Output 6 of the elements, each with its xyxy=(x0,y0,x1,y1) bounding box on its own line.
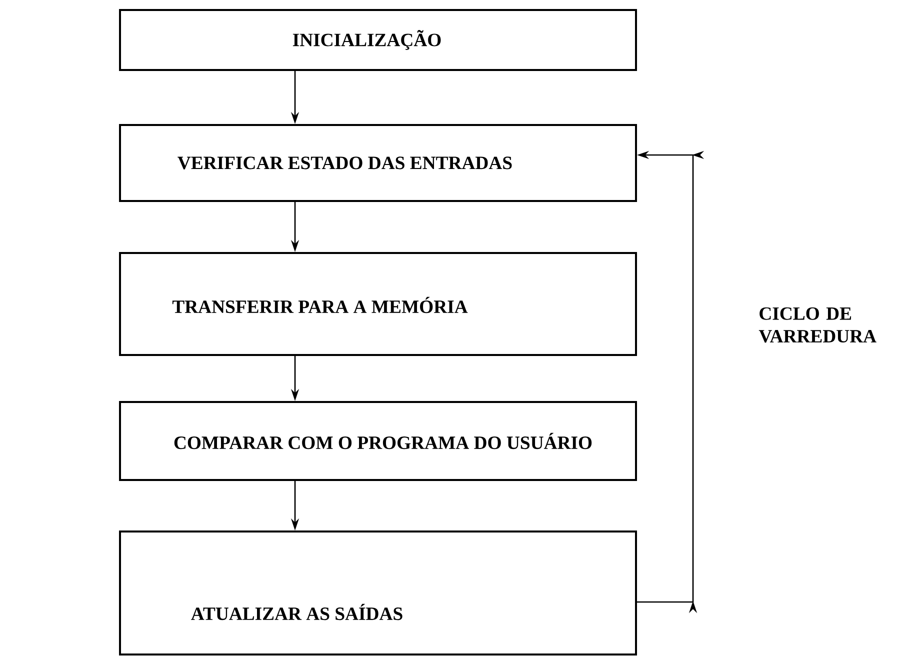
process-box: VERIFICAR ESTADO DAS ENTRADAS xyxy=(119,124,637,202)
process-box: ATUALIZAR AS SAÍDAS xyxy=(119,530,637,656)
process-box: TRANSFERIR PARA A MEMÓRIA xyxy=(119,252,637,356)
process-box: COMPARAR COM O PROGRAMA DO USUÁRIO xyxy=(119,401,637,481)
process-box: INICIALIZAÇÃO xyxy=(119,9,637,71)
annotation-label: CICLO DE VARREDURA xyxy=(758,307,876,343)
